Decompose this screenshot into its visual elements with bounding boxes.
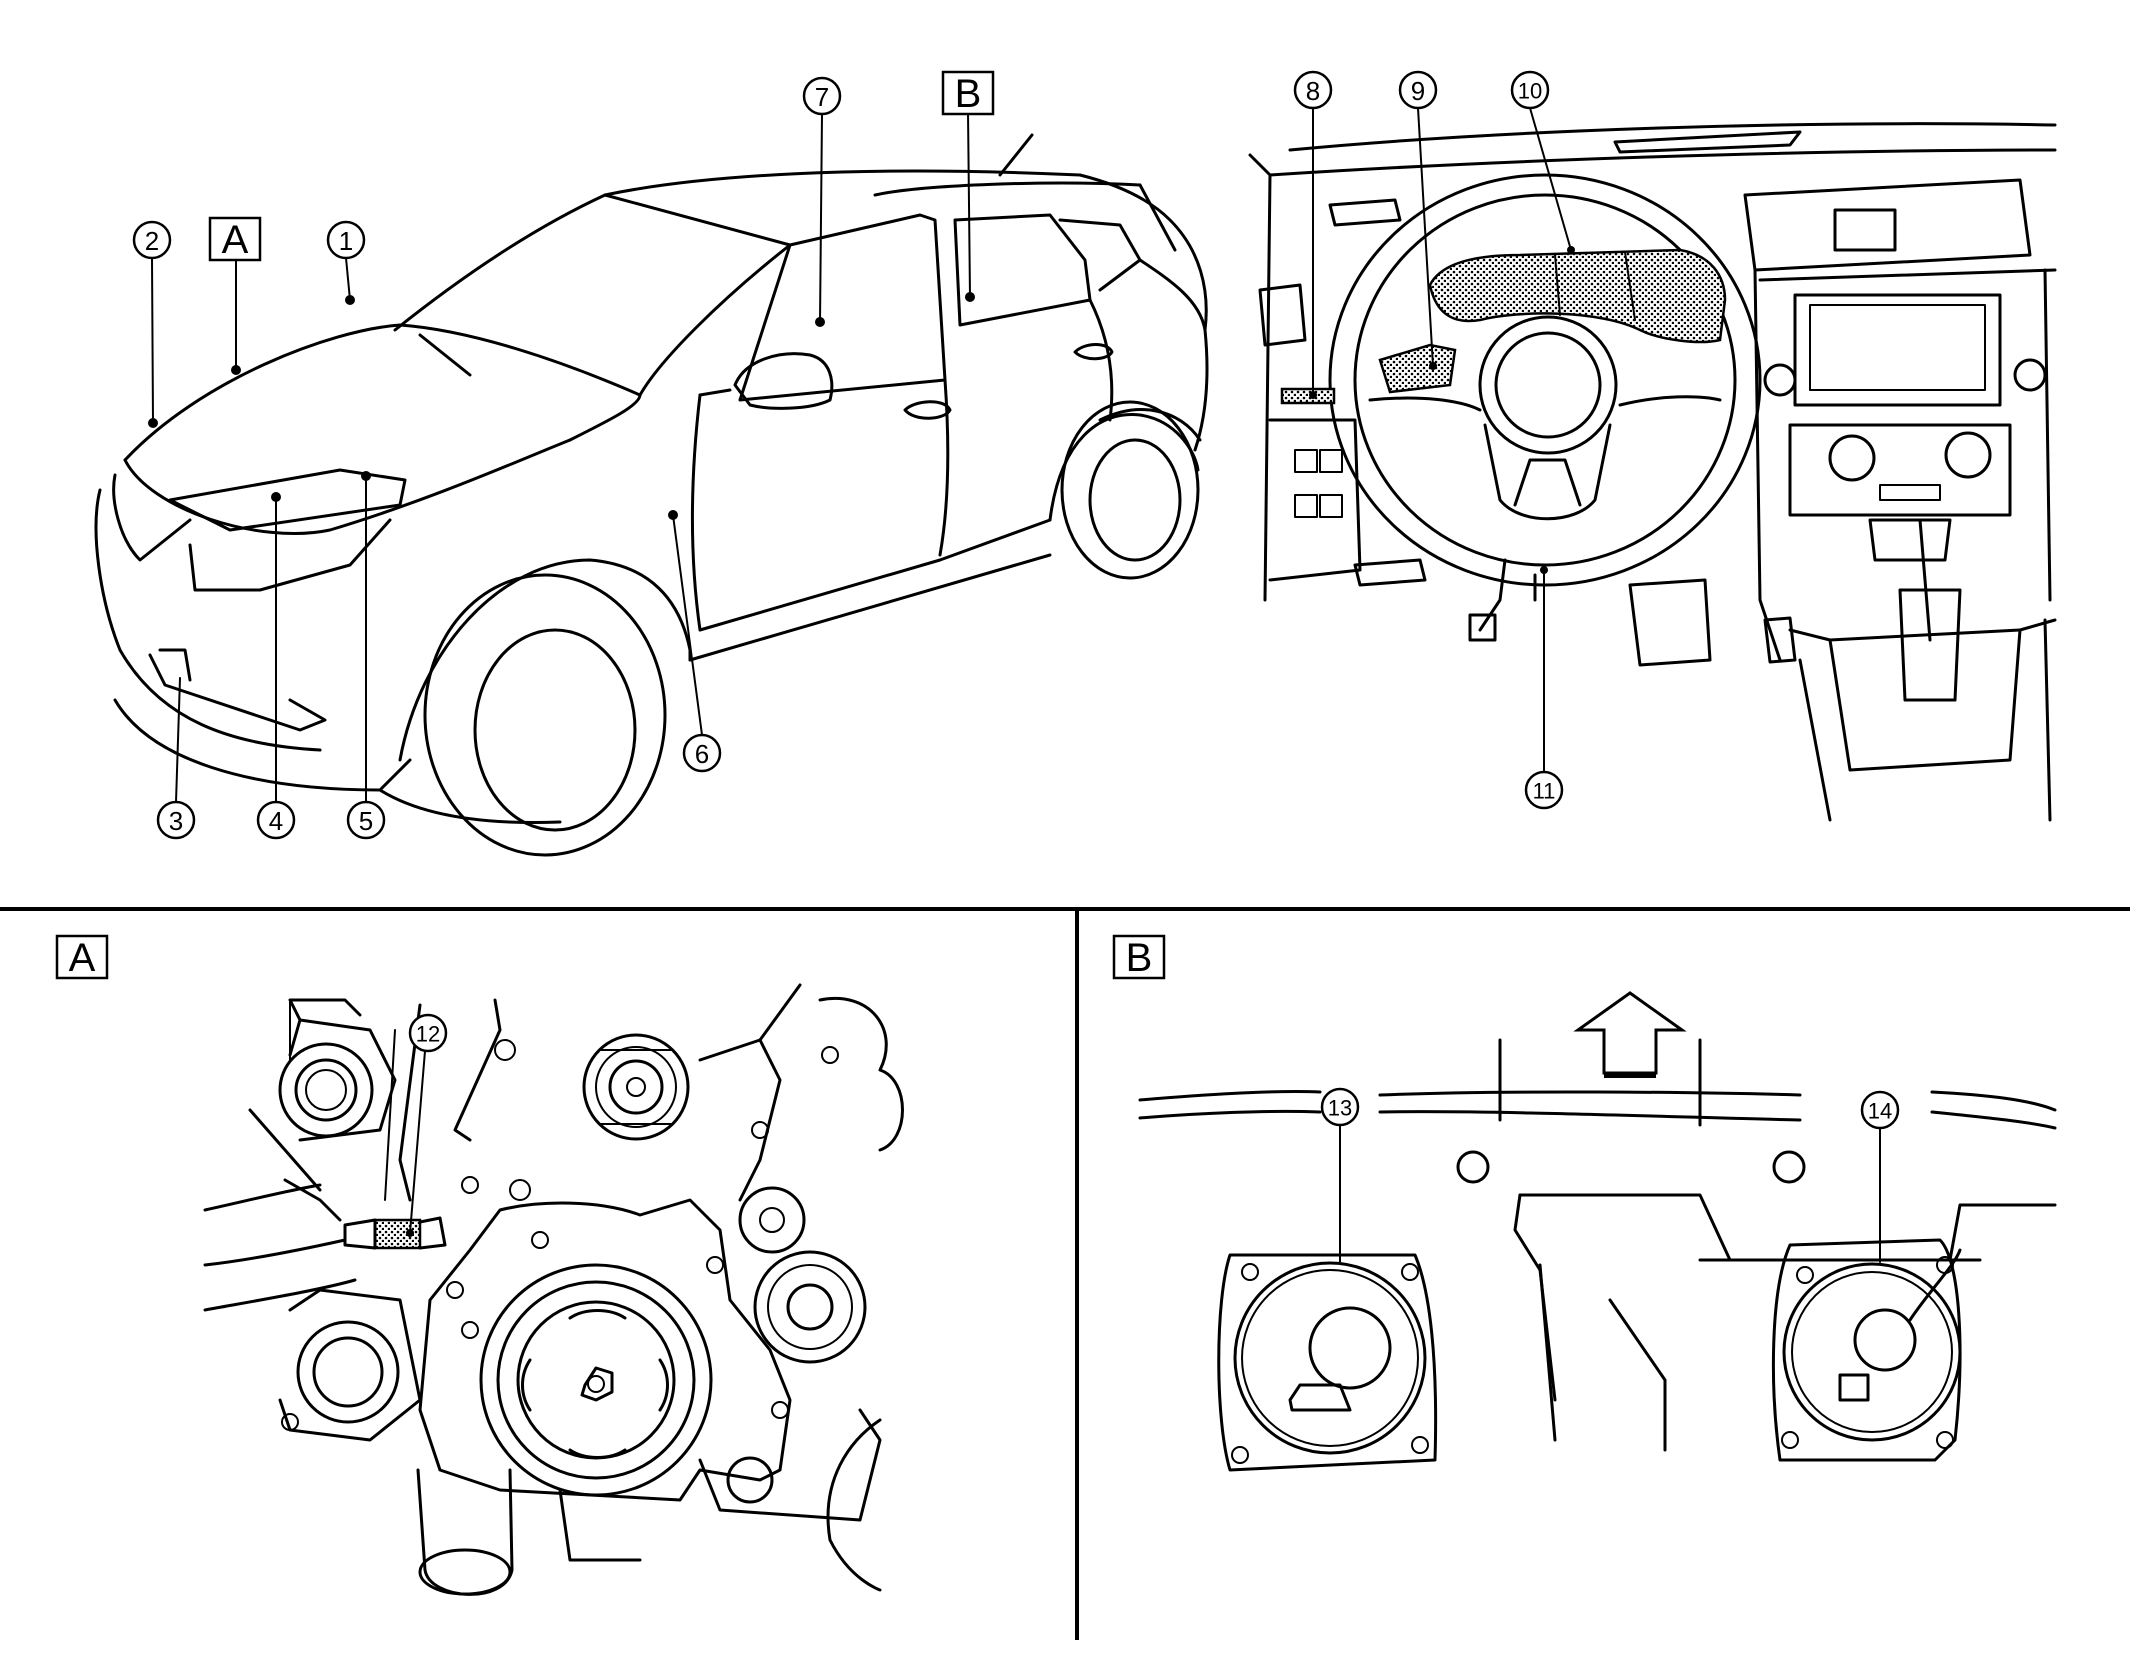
svg-text:5: 5 <box>359 806 373 836</box>
arrow-up-icon <box>1573 991 1687 1078</box>
callout-12: 12 <box>408 1013 448 1053</box>
svg-text:B: B <box>1126 936 1153 980</box>
detail-a-label: A <box>55 934 109 980</box>
svg-text:B: B <box>955 72 982 116</box>
callout-10: 10 <box>1510 70 1550 110</box>
svg-text:3: 3 <box>169 806 183 836</box>
svg-text:14: 14 <box>1868 1099 1892 1124</box>
callout-8: 8 <box>1293 70 1333 110</box>
detail-ref-b: B <box>941 70 995 116</box>
detail-ref-a: A <box>208 216 262 262</box>
dashboard-illustration <box>1248 107 2057 822</box>
svg-text:10: 10 <box>1518 79 1542 104</box>
svg-text:12: 12 <box>416 1022 440 1047</box>
svg-text:A: A <box>222 218 249 262</box>
callout-2: 2 <box>132 220 172 260</box>
callout-6: 6 <box>682 733 722 773</box>
svg-text:7: 7 <box>815 82 829 112</box>
svg-text:13: 13 <box>1328 1096 1352 1121</box>
steering-switch <box>1378 343 1457 394</box>
svg-text:1: 1 <box>339 226 353 256</box>
door-panel-illustration <box>1138 1038 2057 1472</box>
engine-illustration <box>203 983 904 1596</box>
instrument-cluster <box>1428 248 1727 344</box>
callout-4: 4 <box>256 800 296 840</box>
callout-11: 11 <box>1524 770 1564 810</box>
callout-13: 13 <box>1320 1087 1360 1127</box>
svg-text:6: 6 <box>695 739 709 769</box>
vehicle-exterior-illustration <box>94 111 1209 857</box>
detail-b-label: B <box>1112 934 1166 980</box>
svg-text:4: 4 <box>269 806 283 836</box>
svg-text:11: 11 <box>1533 779 1556 804</box>
callout-3: 3 <box>156 800 196 840</box>
callout-1: 1 <box>326 220 366 260</box>
switch-strip <box>1280 387 1336 405</box>
callout-5: 5 <box>346 800 386 840</box>
svg-text:8: 8 <box>1306 76 1320 106</box>
svg-text:9: 9 <box>1411 76 1425 106</box>
svg-text:A: A <box>69 936 96 980</box>
callout-9: 9 <box>1398 70 1438 110</box>
callout-7: 7 <box>802 76 842 116</box>
svg-text:2: 2 <box>145 226 159 256</box>
callout-14: 14 <box>1860 1090 1900 1130</box>
